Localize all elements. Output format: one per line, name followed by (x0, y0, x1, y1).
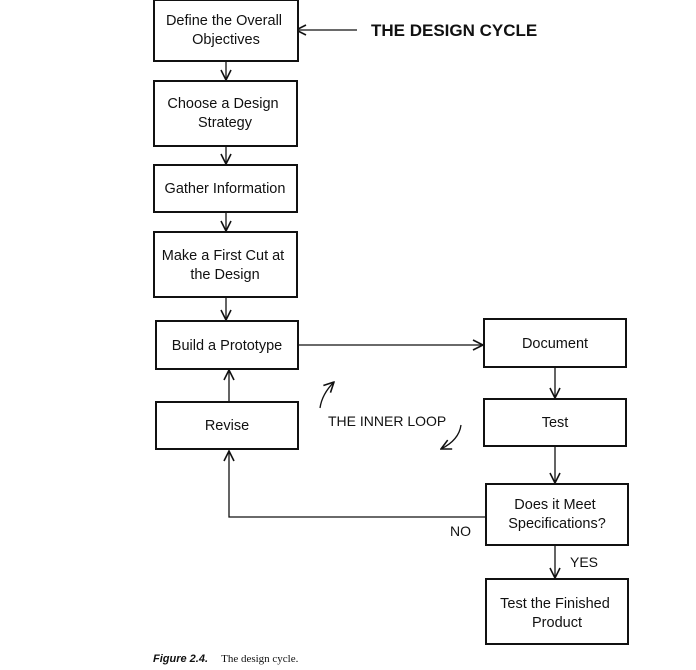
inner-loop-arrow-lower (441, 424, 462, 449)
build-prototype-label: Build a Prototype (172, 338, 282, 354)
connectors (226, 30, 555, 578)
define-objectives-label: Define the Overall Objectives (166, 13, 286, 48)
gather-information-label: Gather Information (165, 181, 286, 197)
document-label: Document (522, 336, 588, 352)
choose-strategy-label: Choose a Design Strategy (167, 96, 282, 131)
test-finished-product-box (485, 578, 629, 645)
figure-caption-text: The design cycle. (221, 653, 299, 665)
no-label: NO (450, 523, 471, 539)
revise-box (155, 401, 299, 450)
test-label: Test (542, 415, 569, 431)
choose-strategy-box (153, 80, 298, 147)
test-finished-product-line-2: Product (532, 615, 582, 631)
meets-specifications-line-2: Specifications? (508, 516, 606, 532)
diagram-title: THE DESIGN CYCLE (371, 21, 537, 40)
figure-number: Figure 2.4. (153, 653, 209, 665)
define-objectives-line-1: Define the Overall (166, 13, 282, 29)
figure-caption: Figure 2.4. The design cycle. (153, 653, 298, 665)
first-cut-label: Make a First Cut at the Design (162, 248, 289, 283)
first-cut-line-2: the Design (190, 267, 259, 283)
revise-label: Revise (205, 418, 249, 434)
meets-specifications-box (485, 483, 629, 546)
meets-specifications-label: Does it Meet Specifications? (508, 497, 606, 532)
gather-information-box (153, 164, 298, 213)
choose-strategy-line-2: Strategy (198, 115, 253, 131)
inner-loop-label: THE INNER LOOP (328, 413, 446, 429)
first-cut-line-1: Make a First Cut at (162, 248, 284, 264)
design-cycle-diagram: Define the Overall Objectives Choose a D… (153, 0, 629, 645)
arrow-decision-no-to-revise (229, 451, 485, 518)
test-finished-product-line-1: Test the Finished (500, 596, 610, 612)
inner-loop-arrow-upper (319, 382, 334, 409)
boxes (153, 0, 629, 645)
choose-strategy-line-1: Choose a Design (167, 96, 278, 112)
test-box (483, 398, 627, 447)
meets-specifications-line-1: Does it Meet (514, 497, 595, 513)
build-prototype-box (155, 320, 299, 370)
define-objectives-box (153, 0, 299, 62)
yes-label: YES (570, 554, 598, 570)
test-finished-product-label: Test the Finished Product (500, 596, 614, 631)
define-objectives-line-2: Objectives (192, 32, 260, 48)
first-cut-box (153, 231, 298, 298)
document-box (483, 318, 627, 368)
